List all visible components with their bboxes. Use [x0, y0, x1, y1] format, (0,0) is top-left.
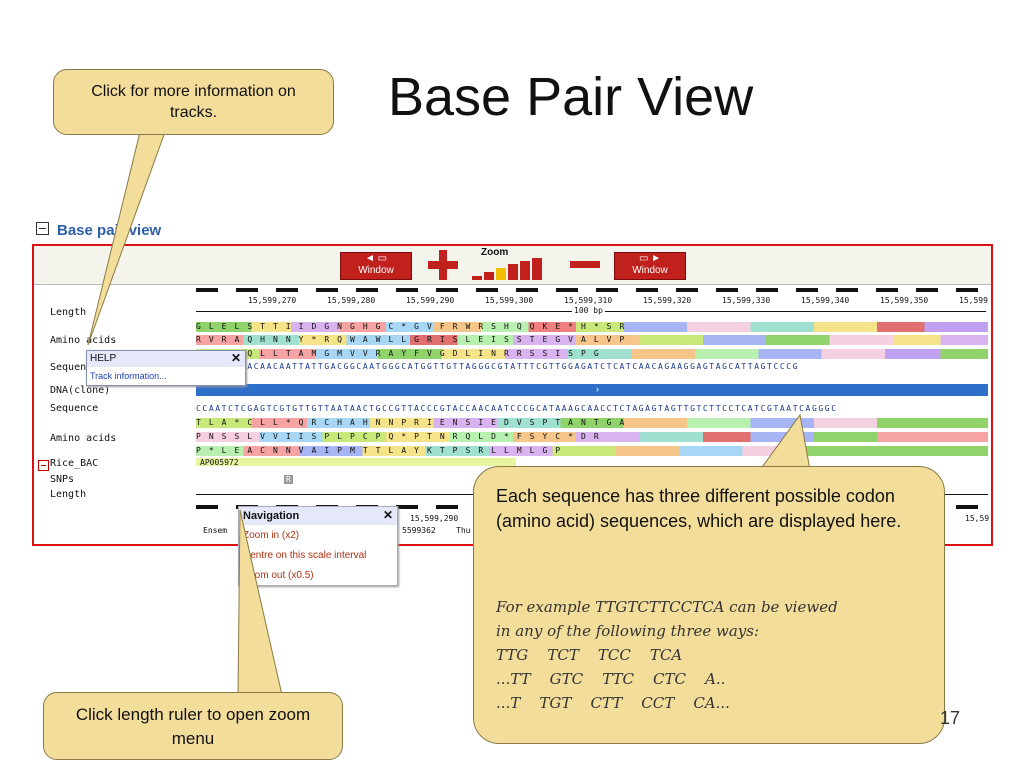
track-label-snps[interactable]: SNPs [50, 474, 75, 485]
nav-centre[interactable]: Centre on this scale interval [243, 550, 367, 561]
aa-track-top-frame-2[interactable]: R V R A Q H N N Y * R Q W A W L L G R I … [196, 335, 988, 345]
footer-coord: 15,599,290 [410, 514, 459, 523]
ruler-tick-label: 15,599,330 [722, 296, 771, 305]
ruler-tick-row: 15,599,270 15,599,280 15,599,290 15,599,300… [196, 296, 992, 306]
ruler-tick-label: 15,599,340 [801, 296, 850, 305]
panel-header-label: Base pair view [57, 222, 162, 239]
example-line-2: in any of the following three ways: [496, 622, 760, 640]
callout-codons: Each sequence has three different possib… [473, 466, 945, 744]
ruler-tick-label: 15,599,350 [880, 296, 929, 305]
close-icon[interactable]: ✕ [382, 508, 393, 522]
callout-ruler: Click length ruler to open zoom menu [43, 692, 343, 760]
rice-bac-collapse-icon[interactable] [38, 460, 49, 471]
callout-ruler-text: Click length ruler to open zoom menu [75, 705, 311, 748]
ruler-top-bar[interactable] [196, 288, 988, 292]
track-label-sequence[interactable]: Sequence [50, 362, 99, 373]
collapse-icon[interactable] [36, 222, 49, 235]
nav-zoom-out[interactable]: Zoom out (x0.5) [243, 570, 314, 581]
nav-zoom-in[interactable]: Zoom in (x2) [243, 530, 300, 541]
window-right-label: Window [632, 265, 668, 276]
track-label-amino-acids-2[interactable]: Amino acids [50, 433, 117, 444]
ruler-tick-label: 15,599,320 [643, 296, 692, 305]
rice-bac-id[interactable]: AP005972 [200, 458, 239, 467]
aa-track-bottom-frame-3[interactable]: P * L E A C N N V A I P M T T L A Y K T … [196, 446, 988, 456]
dna-sequence-bottom[interactable]: CCAATCTCGAGTCGTGTTGTTAATAACTGCCGTTACCCGT… [196, 404, 838, 413]
close-icon[interactable]: ✕ [230, 351, 241, 365]
ruler-tick-label: 15,599,290 [406, 296, 455, 305]
zoom-out-minus-icon[interactable] [570, 261, 600, 268]
arrow-left-icon: ◄ ▭ [364, 253, 388, 264]
example-line-1: For example TTGTCTTCCTCA can be viewed [496, 598, 838, 616]
example-line-3: TTG TCT TCC TCA [496, 646, 683, 664]
slide-title: Base Pair View [388, 67, 754, 127]
window-left-label: Window [358, 265, 394, 276]
rice-bac-feature[interactable] [196, 458, 516, 466]
aa-track-bottom-frame-2[interactable]: P N S S L V V I I S P L P C P Q * P T N … [196, 432, 988, 442]
aa-track-top-frame-3[interactable]: S S A Q Q L L T A M G M V V R A Y F V G … [196, 349, 988, 359]
ruler-tick-label: 15,599,310 [564, 296, 613, 305]
aa-track-top-frame-1[interactable]: G L E L S T T I I D G N G H G C * G V F … [196, 322, 988, 332]
ruler-tick-label: 15,599,300 [485, 296, 534, 305]
callout-tracks-text: Click for more information on tracks. [91, 83, 296, 121]
track-information-link[interactable]: Track information... [90, 371, 167, 381]
zoom-in-plus-icon[interactable] [428, 250, 458, 280]
aa-track-bottom-frame-1[interactable]: T L A * C L L * Q R C H A H N N P R I E … [196, 418, 988, 428]
ruler-tick-label: 15,599 [959, 296, 988, 305]
arrow-right-icon: ▭ ► [638, 253, 662, 264]
navigation-popup-title: Navigation [243, 510, 300, 522]
track-label-amino-acids[interactable]: Amino acids [50, 335, 117, 346]
zoom-level-bars[interactable] [472, 258, 556, 280]
example-line-4: ...TT GTC TTC CTC A.. [496, 670, 726, 688]
zoom-label: Zoom [481, 247, 509, 258]
dna-clone-bar[interactable]: › [196, 384, 988, 396]
footer-sub: 5599362 [402, 526, 436, 535]
footer-left: Ensem [203, 526, 228, 535]
window-left-button[interactable]: ◄ ▭ Window [340, 252, 412, 280]
track-label-rice-bac[interactable]: Rice_BAC [50, 458, 99, 469]
window-right-button[interactable]: ▭ ► Window [614, 252, 686, 280]
track-label-dna-clone[interactable]: DNA(clone) [50, 385, 111, 396]
track-label-length-2[interactable]: Length [50, 489, 87, 500]
callout-codons-text: Each sequence has three different possib… [496, 486, 902, 531]
footer-day: Thu [456, 526, 471, 535]
help-popup-title: HELP [90, 353, 117, 364]
ruler-tick-label: 15,599,270 [248, 296, 297, 305]
example-line-5: ...T TGT CTT CCT CA... [496, 694, 730, 712]
snp-marker[interactable]: R [284, 475, 293, 484]
dna-sequence-top[interactable]: AGCTCAGCACAACAATTATTGACGGCAATGGGCATGGTTG… [196, 362, 800, 371]
track-label-length[interactable]: Length [50, 307, 87, 318]
track-label-sequence-2[interactable]: Sequence [50, 403, 99, 414]
callout-tracks: Click for more information on tracks. [53, 69, 334, 135]
ruler-bp-label: 100 bp [572, 306, 605, 315]
navigation-popup: Navigation ✕ Zoom in (x2) Centre on this… [238, 506, 398, 586]
help-popup: HELP ✕ Track information... [86, 350, 246, 386]
ruler-tick-label: 15,599,280 [327, 296, 376, 305]
panel-header[interactable]: Base pair view [36, 222, 161, 239]
clone-direction-icon: › [596, 384, 599, 394]
footer-coord-right: 15,59 [965, 514, 990, 523]
page-number: 17 [940, 708, 961, 728]
